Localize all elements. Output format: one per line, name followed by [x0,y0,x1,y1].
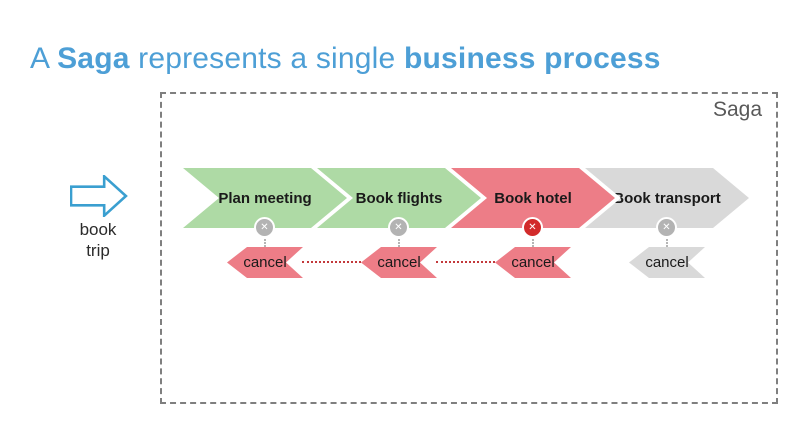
right-arrow-outline-icon [70,175,128,217]
cancel-label: cancel [511,254,555,271]
cancel-badge-book-transport: ✕ [656,217,677,238]
badge-cancel-connector [532,239,534,247]
compensation-link [436,261,495,263]
trigger-label: book trip [58,219,138,261]
step-label: Plan meeting [218,189,312,207]
title-part: represents a single [129,42,404,76]
badge-cancel-connector [398,239,400,247]
step-label: Book flights [355,189,443,207]
cancel-badge-plan-meeting: ✕ [254,217,275,238]
x-icon: ✕ [662,221,671,233]
cancel-label: cancel [377,254,421,271]
x-icon: ✕ [528,221,537,233]
step-label: Book hotel [494,189,572,207]
step-label: Book transport [613,189,721,207]
trigger-label-line2: trip [86,241,110,260]
x-icon: ✕ [394,221,403,233]
trigger-label-line1: book [79,220,117,239]
cancel-badge-book-flights: ✕ [388,217,409,238]
page-title: A Saga represents a single business proc… [30,40,661,78]
saga-boundary: Saga [160,92,778,404]
title-part: A [30,42,58,76]
title-keyword-saga: Saga [57,42,130,76]
cancel-label: cancel [645,254,689,271]
title-keyword-business-process: business process [403,42,661,76]
cancel-badge-book-hotel: ✕ [522,217,543,238]
badge-cancel-connector [264,239,266,247]
cancel-label: cancel [243,254,287,271]
book-trip-arrow-icon [70,175,128,217]
x-icon: ✕ [260,221,269,233]
badge-cancel-connector [666,239,668,247]
saga-box-label: Saga [712,98,762,121]
compensation-link [302,261,361,263]
